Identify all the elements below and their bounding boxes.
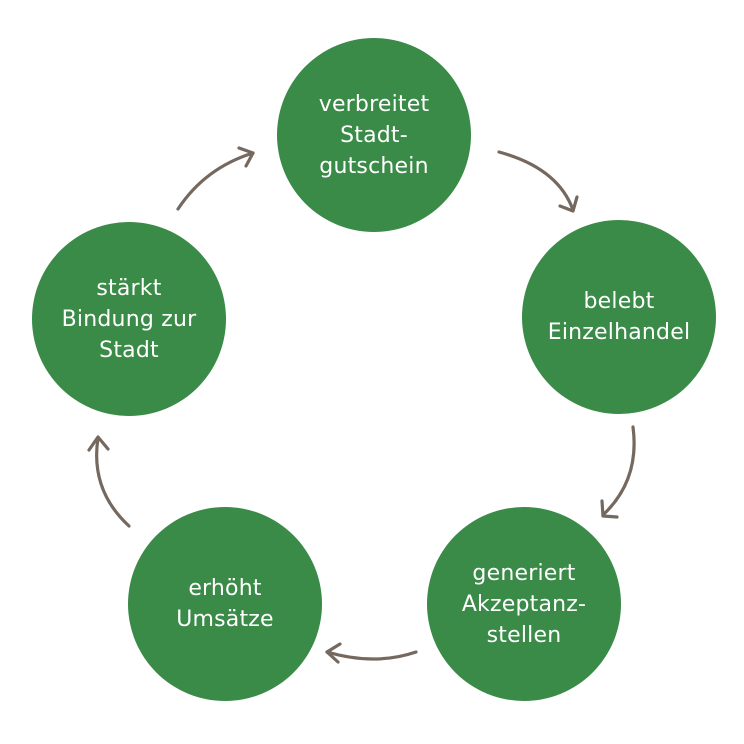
node-label-line: Einzelhandel bbox=[547, 320, 691, 345]
cycle-node-verbreitet-stadtgutschein: verbreitet Stadt- gutschein bbox=[277, 38, 471, 232]
node-label-line: Bindung zur bbox=[61, 306, 197, 332]
cycle-node-label: verbreitet Stadt- gutschein bbox=[319, 89, 430, 182]
arrow-2-to-3 bbox=[600, 425, 636, 519]
node-label-line: Umsätze bbox=[176, 607, 274, 632]
node-label-line: verbreitet bbox=[318, 91, 430, 117]
node-label-line: stellen bbox=[486, 622, 562, 648]
node-label-line: Akzeptanz- bbox=[461, 591, 587, 617]
node-label-line: stärkt bbox=[96, 275, 162, 301]
cycle-node-belebt-einzelhandel: belebt Einzelhandel bbox=[522, 220, 716, 414]
cycle-node-label: stärkt Bindung zur Stadt bbox=[62, 273, 197, 366]
cycle-node-label: generiert Akzeptanz- stellen bbox=[462, 558, 586, 651]
node-label-line: Stadt bbox=[99, 337, 159, 363]
arrow-1-to-2 bbox=[497, 150, 579, 213]
node-label-line: belebt bbox=[583, 289, 655, 314]
cycle-node-generiert-akzeptanzstellen: generiert Akzeptanz- stellen bbox=[427, 507, 621, 701]
cycle-node-label: erhöht Umsätze bbox=[176, 573, 274, 635]
node-label-line: generiert bbox=[472, 560, 576, 586]
node-label-line: erhöht bbox=[188, 576, 262, 601]
cycle-node-label: belebt Einzelhandel bbox=[548, 286, 691, 348]
arrow-5-to-1 bbox=[176, 146, 255, 211]
arrow-3-to-4 bbox=[325, 642, 418, 664]
node-label-line: Stadt- bbox=[340, 122, 408, 148]
cycle-node-staerkt-bindung: stärkt Bindung zur Stadt bbox=[32, 222, 226, 416]
cycle-node-erhoeht-umsaetze: erhöht Umsätze bbox=[128, 507, 322, 701]
node-label-line: gutschein bbox=[319, 153, 429, 179]
arrow-4-to-5 bbox=[87, 435, 131, 528]
